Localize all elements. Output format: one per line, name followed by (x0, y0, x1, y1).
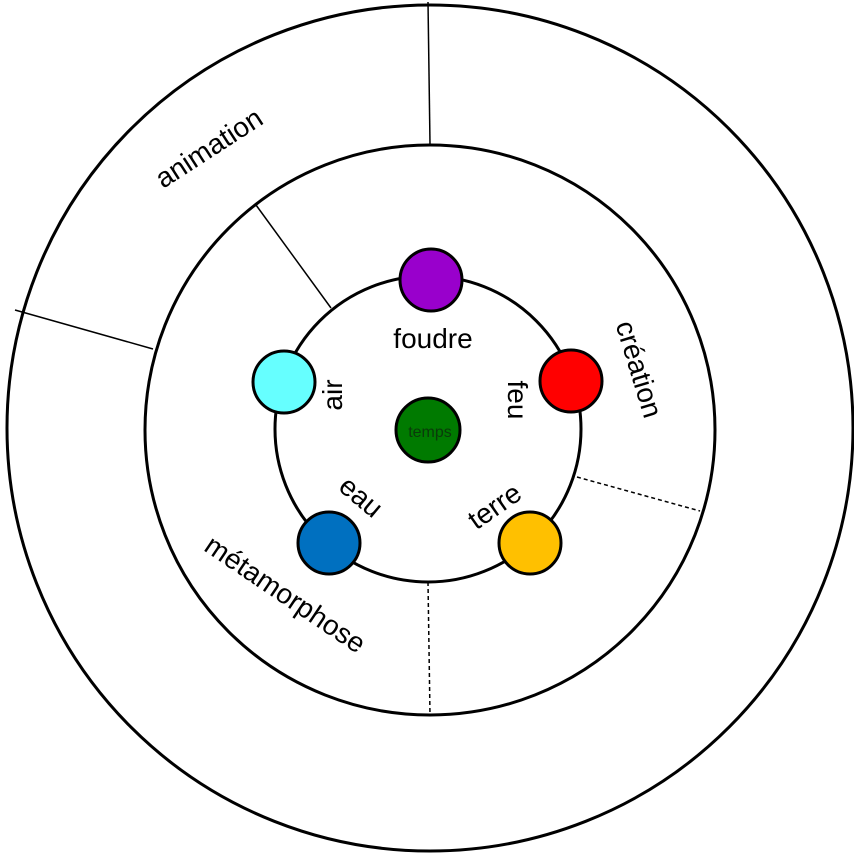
label-foudre: foudre (393, 323, 472, 354)
element-eau-circle[interactable] (296, 510, 362, 576)
divider-dashed-right (576, 476, 701, 512)
label-animation: animation (149, 102, 268, 194)
divider-middle-upper-left (255, 204, 332, 309)
label-creation: création (610, 317, 669, 421)
center-temps-circle[interactable] (394, 396, 462, 464)
divider-outer-left (14, 309, 154, 350)
outer-ring (5, 3, 854, 853)
divider-outer-top (427, 1, 431, 145)
element-feu-circle[interactable] (538, 348, 604, 414)
label-temps: temps (408, 424, 452, 441)
label-feu: feu (502, 381, 533, 420)
element-terre-circle[interactable] (497, 510, 563, 576)
element-air-circle[interactable] (251, 349, 317, 415)
label-air: air (317, 379, 348, 410)
divider-dashed-bottom (427, 581, 431, 716)
element-foudre-circle[interactable] (398, 247, 464, 313)
